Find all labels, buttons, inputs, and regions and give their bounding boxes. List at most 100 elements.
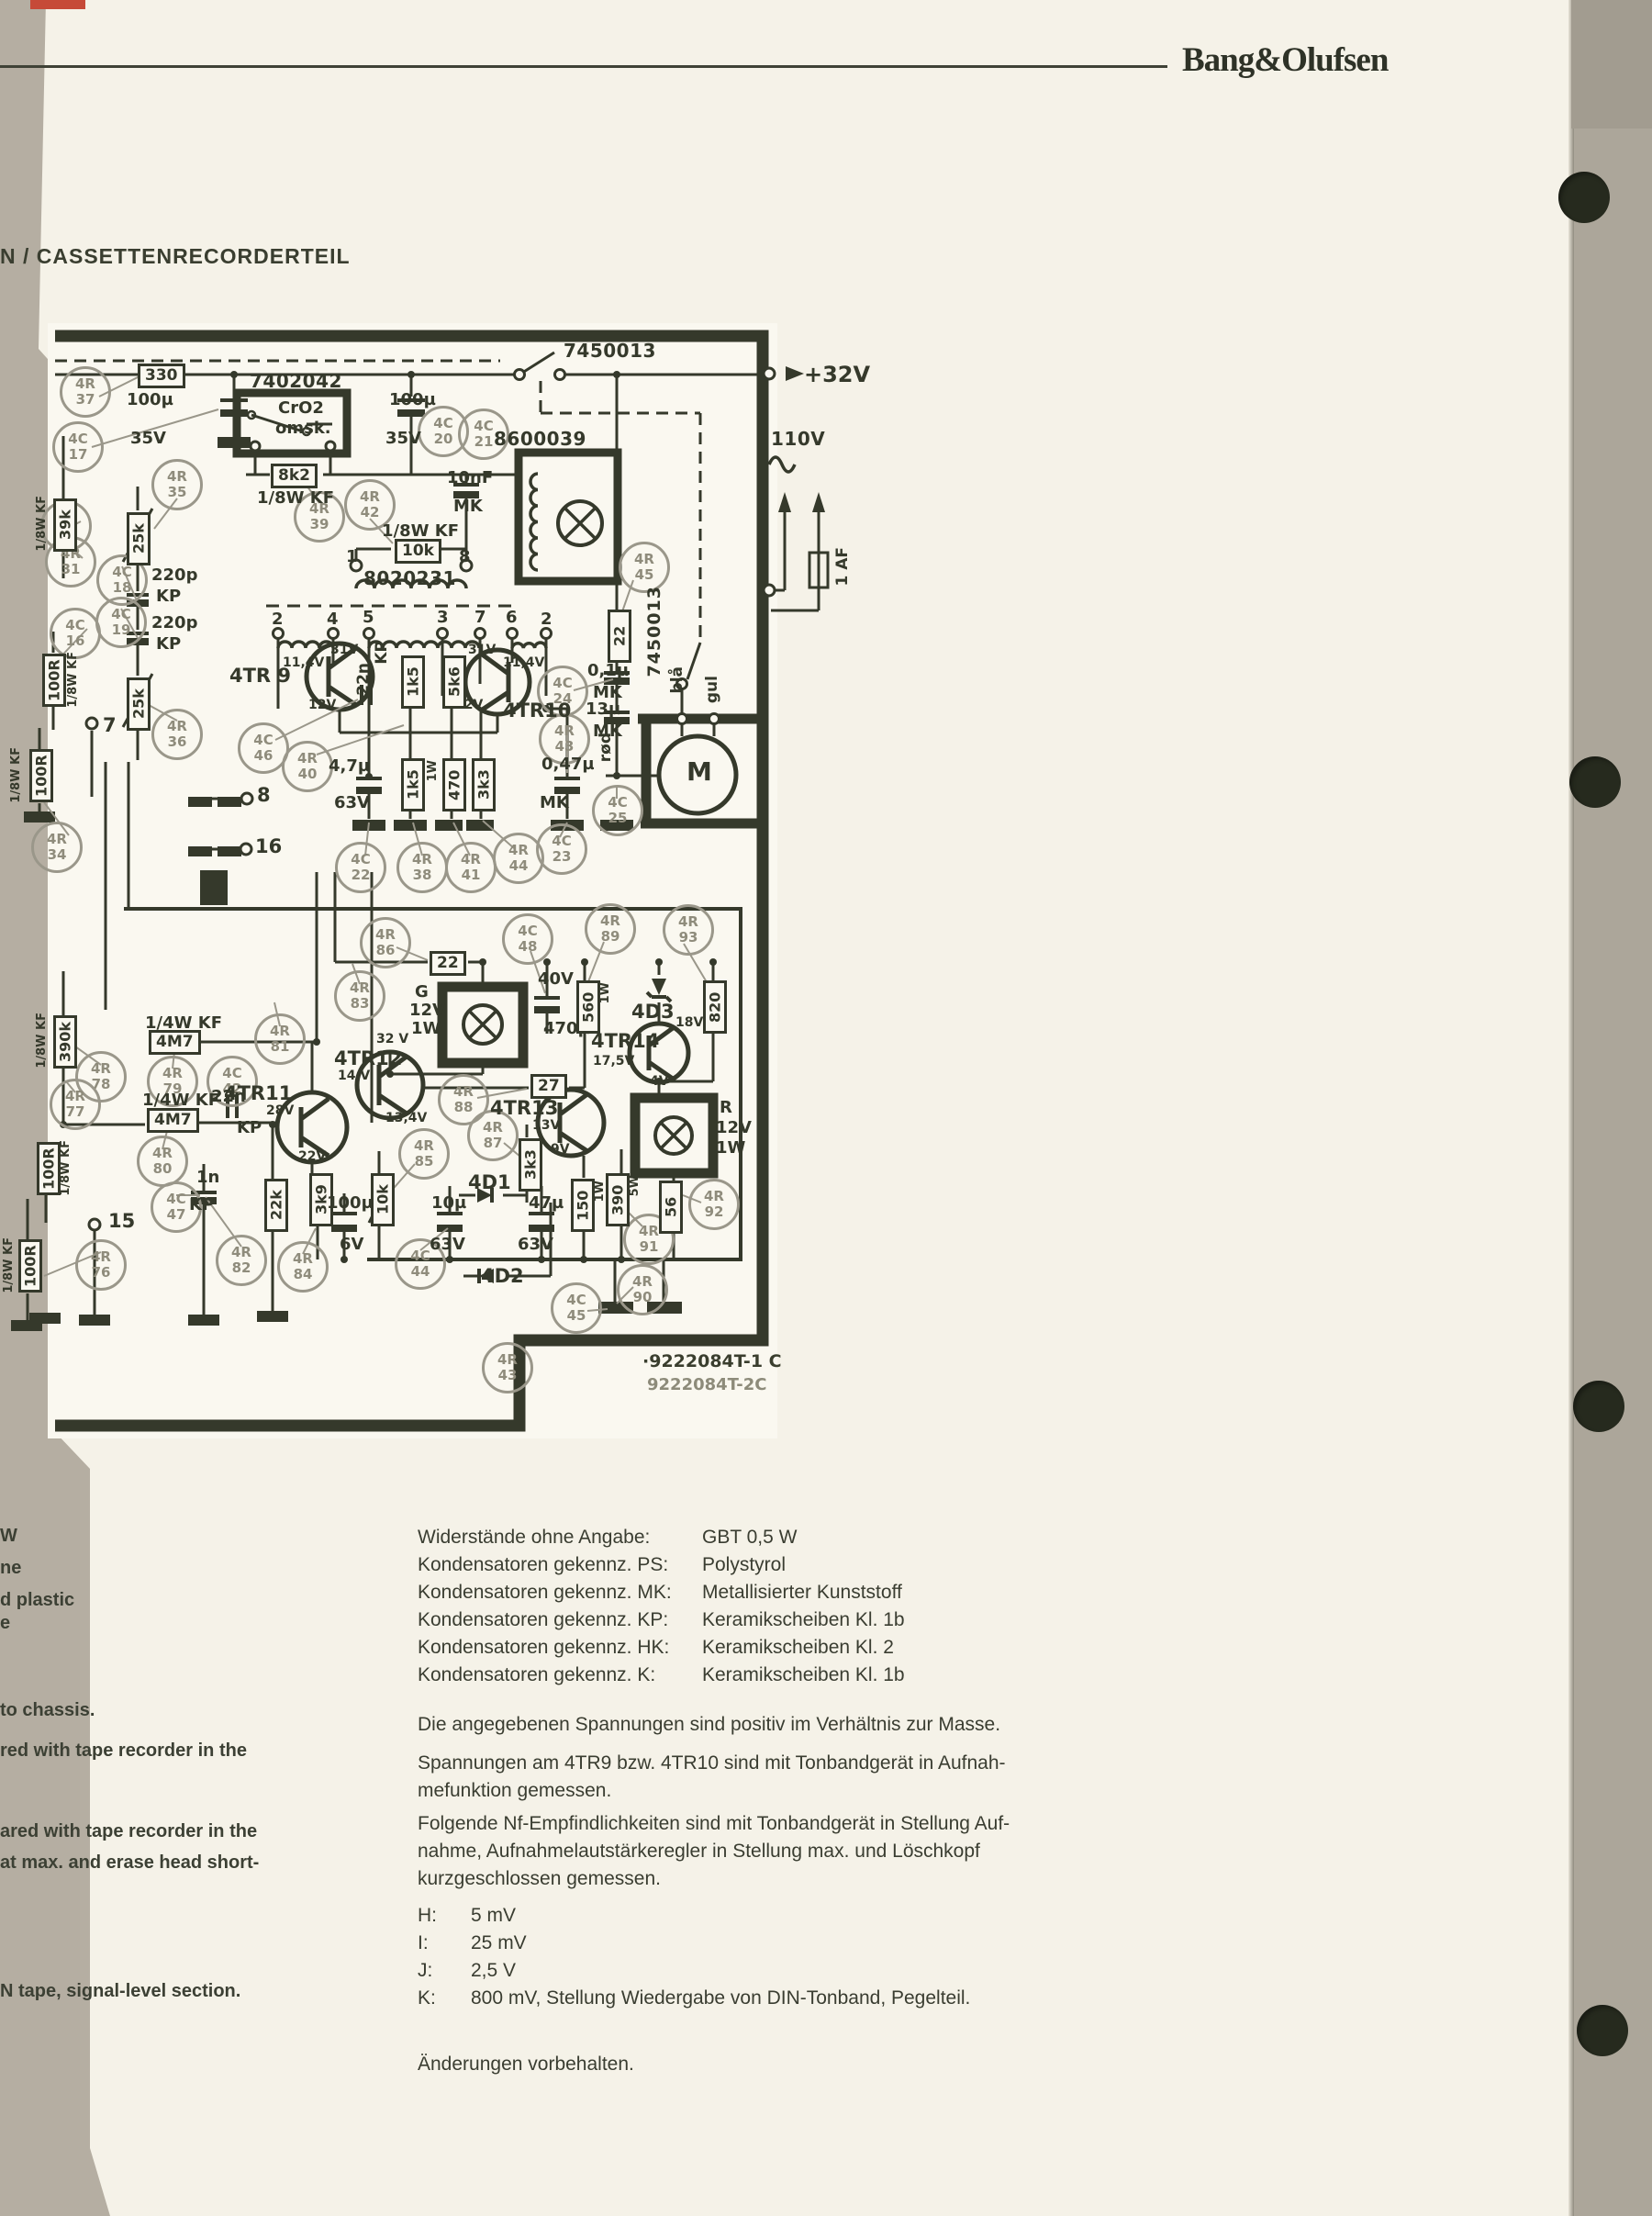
sensitivity-row: J:2,5 V [418,1960,517,1981]
schematic-label: 22k [264,1179,288,1232]
schematic-label: 3k3 [472,758,496,811]
schematic-label: 4TR12 [334,1047,403,1069]
schematic-label: 1/8W KF [66,652,80,708]
schematic-label: KP [156,634,182,654]
schematic-label: blå [668,666,686,694]
schematic-label: 35V [385,429,421,448]
schematic-label: 4D3 [631,1001,675,1023]
schematic-label: 220p [151,613,198,632]
margin-fragment: ne [0,1558,22,1578]
schematic-label: 1/4W KF [142,1091,219,1110]
schematic-label: 22 [430,951,466,976]
schematic-label: KP [373,641,391,665]
schematic-label: 12V [409,1001,445,1020]
schematic-label: M [686,756,712,787]
schematic-label: 4D1 [468,1171,511,1193]
red-corner-mark [30,0,85,9]
schematic-label: 10µ [431,1193,467,1213]
schematic-label: 4TR13 [490,1097,559,1119]
schematic-label: 0,1µ [587,661,630,680]
schematic-label: 100R [18,1239,42,1293]
schematic-label: 150 [571,1179,595,1232]
schematic-label: MK [593,722,622,741]
schematic-label: 13,4V [385,1111,428,1125]
brand-logo: Bang&Olufsen [1182,41,1389,79]
schematic-label: 1 [346,547,358,566]
schematic-label: KP [189,1195,215,1214]
schematic-label: 560 [576,980,600,1034]
schematic-label: 7 [474,608,486,627]
schematic-label: 63V [430,1235,465,1254]
schematic-label: 390 [606,1173,630,1226]
legend-row: Kondensatoren gekennz. PS:Polystyrol [418,1554,787,1575]
schematic-label: 63V [334,793,370,812]
schematic-label: 4TR11 [224,1082,293,1104]
schematic-label: 1/8W KF [9,747,23,803]
punch-hole [1573,1381,1624,1432]
schematic-label: 1/8W KF [35,1013,49,1069]
schematic-label: 14 V [338,1069,371,1083]
schematic-label: +32V [804,362,871,387]
punch-hole [1569,756,1621,808]
legend-row: Kondensatoren gekennz. MK:Metallisierter… [418,1582,902,1603]
schematic-label: 470 [442,758,466,811]
header-rule [0,65,1167,68]
schematic-label: 1n [196,1168,220,1187]
schematic-label: 2 [272,610,284,629]
schematic-label: 8020231 [363,567,456,589]
schematic-label: G [415,982,429,1002]
schematic-label: gul [703,676,721,704]
schematic-label: 0,47µ [541,755,595,774]
schematic-label: 6V [340,1235,364,1254]
schematic-label: 35V [130,429,166,448]
schematic-label: 31V [468,643,497,657]
schematic-label: 12V [716,1118,752,1137]
margin-fragment: e [0,1613,11,1633]
schematic-label: 10nF [447,468,494,487]
schematic-label: 7450013 [564,340,656,362]
schematic-label: 2 [541,610,553,629]
schematic-label: MK [593,683,622,702]
schematic-label: 1/8W KF [257,488,334,508]
schematic-label: 10k [371,1173,395,1226]
schematic-label: KP [237,1118,262,1137]
sensitivity-row: K:800 mV, Stellung Wiedergabe von DIN-To… [418,1987,971,2009]
schematic-label: 1/4W KF [145,1013,222,1033]
schematic-label: 15 [108,1210,136,1232]
schematic-label: 8600039 [494,428,586,450]
schematic-label: 40V [538,969,574,989]
margin-fragment: ared with tape recorder in the [0,1821,258,1841]
schematic-label: 4TR14 [591,1030,660,1052]
schematic-label: 220p [151,565,198,585]
schematic-label: 63V [518,1235,553,1254]
margin-fragment: W [0,1526,17,1546]
schematic-label: 390k [53,1015,77,1069]
margin-fragment: red with tape recorder in the [0,1740,247,1761]
sensitivity-row: I:25 mV [418,1932,527,1953]
schematic-label: omsk. [275,419,331,438]
schematic-label: CrO2 [278,398,324,418]
schematic-label: 47µ [529,1193,564,1213]
